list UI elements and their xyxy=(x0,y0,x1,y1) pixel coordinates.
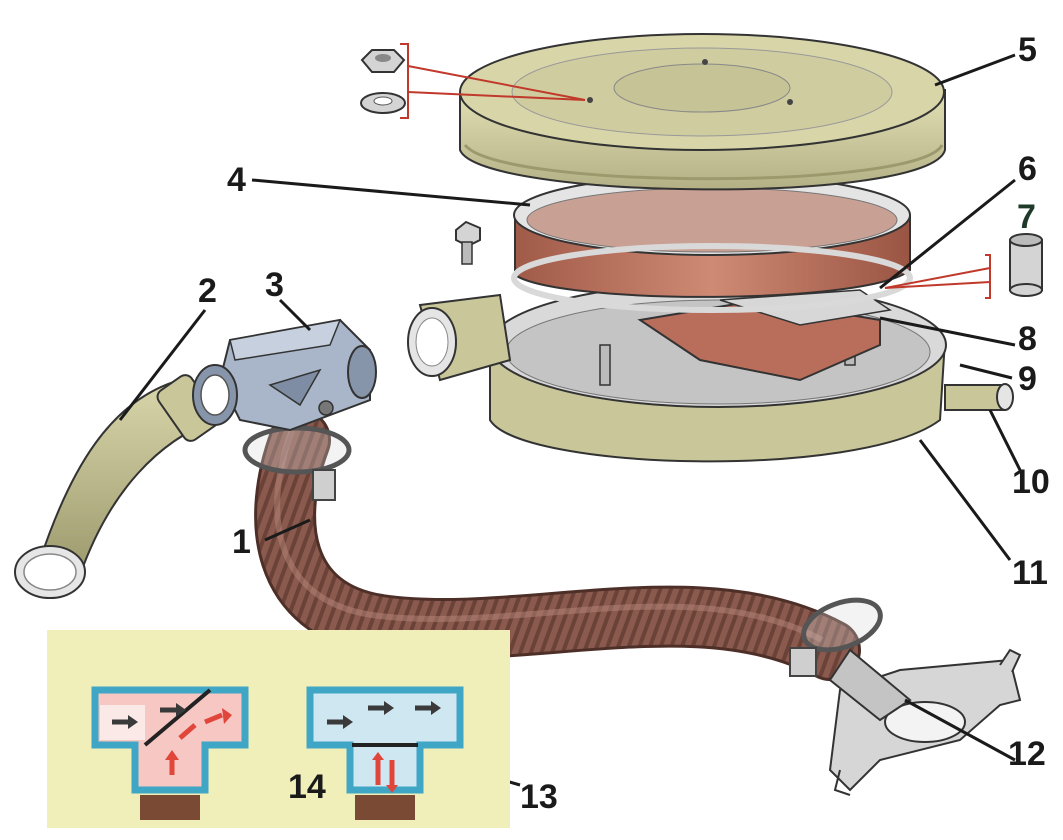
callout-11: 11 xyxy=(1012,554,1048,592)
heat-shroud xyxy=(828,648,1022,796)
callout-12: 12 xyxy=(1008,735,1046,773)
valve-section-cold xyxy=(306,686,464,820)
callout-13: 13 xyxy=(520,778,558,816)
cover-washer xyxy=(360,92,406,114)
cover-nut xyxy=(360,49,406,73)
callout-10: 10 xyxy=(1012,463,1050,501)
corrugated-hose xyxy=(254,409,861,681)
callout-1: 1 xyxy=(232,523,251,561)
valve-section-warm xyxy=(91,686,249,820)
bushing xyxy=(1009,233,1043,297)
hose-clamp-lower xyxy=(789,597,883,677)
filter-element xyxy=(511,174,913,313)
hardware-brackets xyxy=(400,43,991,299)
callout-14: 14 xyxy=(288,768,326,806)
callout-7: 7 xyxy=(1017,198,1036,236)
callout-9: 9 xyxy=(1018,360,1037,398)
cover-bolt xyxy=(455,220,481,265)
filter-cover xyxy=(459,33,946,191)
callout-6: 6 xyxy=(1018,150,1037,188)
thermostat-valve xyxy=(192,318,377,432)
valve-inset xyxy=(47,630,510,828)
intake-pipe xyxy=(14,374,220,599)
callout-2: 2 xyxy=(198,272,217,310)
callout-4: 4 xyxy=(227,161,246,199)
callout-5: 5 xyxy=(1018,31,1037,69)
callout-3: 3 xyxy=(265,266,284,304)
callout-8: 8 xyxy=(1018,320,1037,358)
